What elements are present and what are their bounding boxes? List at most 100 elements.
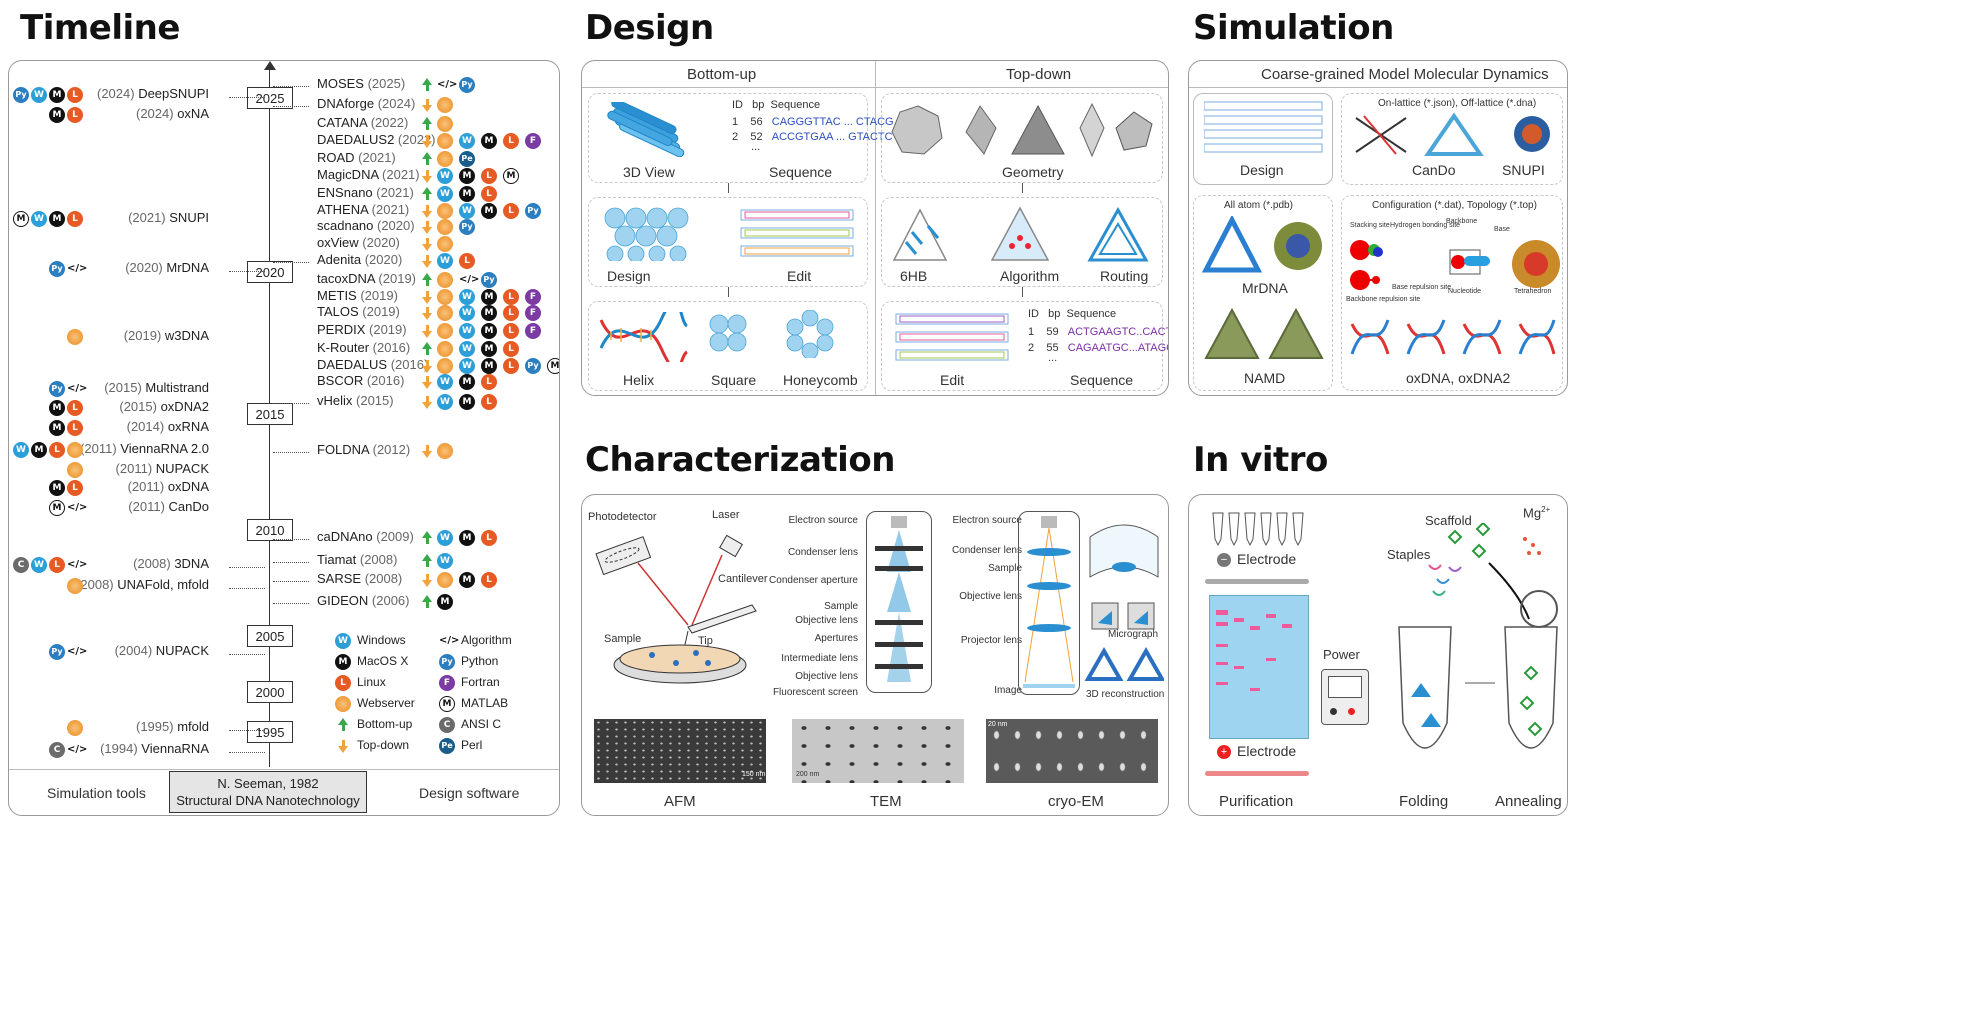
macos-icon: M: [49, 87, 65, 103]
tool-right-name: ROAD: [317, 150, 359, 165]
bottom-up-arrow-icon: [422, 187, 432, 200]
tool-right-13: TALOS (2019): [317, 304, 400, 319]
afm-photodetector: Photodetector: [588, 511, 657, 523]
invitro-panel: − Electrode + Electrode Power Scaffold M…: [1188, 494, 1568, 816]
legend-label-11: Perl: [461, 738, 483, 752]
tool-left-name: ViennaRNA: [141, 741, 209, 756]
seeman-line1: N. Seeman, 1982: [217, 776, 319, 791]
td-row3: ID bp Sequence 1 59 ACTGAAGTC..CACTACG 2…: [881, 301, 1168, 391]
cryo-label-5: Image: [994, 685, 1022, 696]
tool-right-year: (2020): [362, 235, 400, 250]
tool-left-10: (2011) oxDNA: [128, 479, 209, 494]
seq1-more: ...: [751, 141, 761, 153]
leader-left-12: [229, 567, 265, 568]
tool-left-year: (2024): [96, 86, 139, 101]
python-icon: Py: [481, 272, 497, 288]
sim-label-oxdna: oxDNA, oxDNA2: [1406, 370, 1511, 386]
windows-icon: W: [437, 374, 453, 390]
bottom-up-arrow-icon: [422, 595, 432, 608]
tool-right-name: Tiamat: [317, 552, 360, 567]
leader-left-16: [229, 752, 265, 753]
tool-left-year: (2008): [76, 577, 118, 592]
macos-icon: M: [459, 572, 475, 588]
seq1-h-bp: bp: [752, 99, 765, 111]
legend-label-10: Top-down: [357, 738, 410, 752]
tool-left-3: (2020) MrDNA: [125, 260, 209, 275]
sim-baserep: Base repulsion site: [1392, 284, 1452, 291]
seq1-header: ID bp Sequence: [732, 99, 820, 111]
label-geometry: Geometry: [1002, 164, 1064, 180]
sim-design-box: Design: [1193, 93, 1333, 185]
tem-label-3: Sample: [824, 601, 858, 612]
tool-right-name: CATANA: [317, 115, 371, 130]
linux-icon: L: [481, 168, 497, 184]
algorithm-icon: </>: [67, 263, 88, 274]
legend-label-8: Bottom-up: [357, 717, 413, 731]
macos-icon: M: [49, 420, 65, 436]
windows-icon: W: [459, 289, 475, 305]
tool-right-year: (2021): [376, 185, 414, 200]
sim-backbone: Backbone: [1446, 218, 1478, 225]
tool-right-name: TALOS: [317, 304, 363, 319]
tool-right-year: (2019): [360, 288, 398, 303]
tool-right-name: BSCOR: [317, 373, 367, 388]
linux-icon: L: [67, 87, 83, 103]
tool-left-name: NUPACK: [155, 643, 209, 658]
label-annealing: Annealing: [1495, 793, 1562, 810]
perl-icon: Pe: [459, 151, 475, 167]
tool-left-year: (2011): [128, 499, 169, 514]
windows-icon: W: [459, 203, 475, 219]
linux-icon: L: [335, 675, 351, 691]
legend-label-9: ANSI C: [461, 717, 502, 731]
bu-row2: Design Edit: [588, 197, 868, 287]
linux-icon: L: [459, 253, 475, 269]
design-divider: [875, 61, 876, 395]
tem-label-7: Objective lens: [795, 671, 858, 682]
year-box-2015: 2015: [247, 403, 293, 425]
bottom-up-arrow-icon: [422, 78, 432, 91]
sim-label-cando: CanDo: [1412, 162, 1456, 178]
mg-text: Mg: [1523, 505, 1542, 521]
geometry-shapes: [891, 102, 1153, 158]
perl-icon: Pe: [439, 738, 455, 754]
macos-icon: M: [481, 341, 497, 357]
tool-left-15: (1995) mfold: [136, 719, 209, 734]
sim-oxdna-box: Configuration (*.dat), Topology (*.top) …: [1341, 195, 1563, 391]
linux-icon: L: [67, 400, 83, 416]
tem-column: [866, 511, 932, 693]
webserver-icon: [67, 578, 83, 594]
tool-right-19: FOLDNA (2012): [317, 442, 410, 457]
sim-allatom-label: All atom (*.pdb): [1224, 200, 1293, 211]
tool-right-name: tacoxDNA: [317, 271, 379, 286]
leader-left-3: [229, 271, 265, 272]
tool-right-4: ROAD (2021): [317, 150, 396, 165]
tool-right-1: DNAforge (2024): [317, 96, 415, 111]
scaffold-label: Scaffold: [1425, 513, 1472, 528]
honeycomb-lattice: [786, 310, 834, 358]
tool-left-name: oxDNA: [167, 479, 209, 494]
linux-icon: L: [49, 442, 65, 458]
seq2-r2-bp: 55: [1046, 342, 1059, 354]
leader-right-18: [273, 403, 309, 404]
legend-label-6: Webserver: [357, 696, 415, 710]
webserver-icon: [67, 462, 83, 478]
tool-right-name: DNAforge: [317, 96, 378, 111]
windows-icon: W: [31, 211, 47, 227]
seq2-h-bp: bp: [1048, 308, 1061, 320]
tool-right-12: METIS (2019): [317, 288, 398, 303]
tool-right-year: (2021): [358, 150, 396, 165]
td-row1: Geometry: [881, 93, 1163, 183]
cryo-image: [986, 719, 1158, 783]
year-box-2025: 2025: [247, 87, 293, 109]
top-down-arrow-icon: [422, 307, 432, 320]
bu-arrow1: [728, 287, 729, 297]
ansi-c-icon: C: [439, 717, 455, 733]
tool-left-6: (2015) oxDNA2: [119, 399, 209, 414]
design-circles: [604, 207, 689, 261]
leader-right-10: [273, 262, 309, 263]
tool-left-year: (2008): [133, 556, 175, 571]
macos-icon: M: [481, 133, 497, 149]
macos-icon: M: [481, 203, 497, 219]
linux-icon: L: [67, 480, 83, 496]
